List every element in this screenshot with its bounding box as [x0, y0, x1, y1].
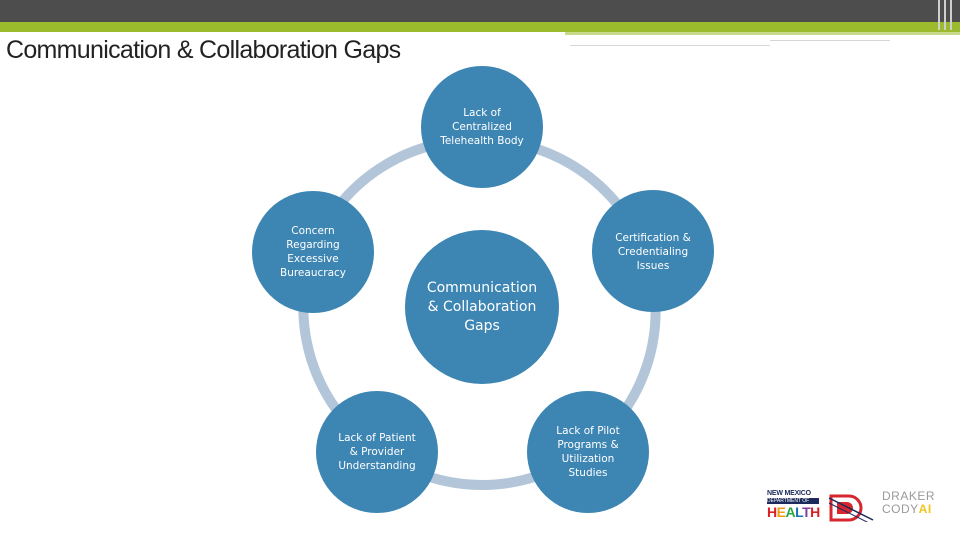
accent-bar-light [565, 32, 960, 35]
divider-line [770, 40, 890, 41]
partner-logos: NEW MEXICO DEPARTMENT OF HEALTH DRAKER C… [767, 490, 937, 524]
node-label-certification: Certification & Credentialing Issues [615, 232, 691, 272]
nm-health-logo: NEW MEXICO DEPARTMENT OF HEALTH [767, 490, 820, 520]
node-label-pilot-programs: Lack of Pilot Programs & Utilization Stu… [556, 425, 620, 479]
cycle-node [316, 391, 438, 513]
cycle-node [527, 391, 649, 513]
cycle-node [592, 190, 714, 312]
window-edge-decoration [930, 0, 960, 30]
draker-cody-emblem-icon [828, 494, 874, 522]
accent-bar [0, 22, 960, 32]
node-label-bureaucracy: Concern Regarding Excessive Bureaucracy [279, 225, 346, 279]
center-node [405, 230, 559, 384]
node-label-understanding: Lack of Patient & Provider Understanding [338, 432, 416, 472]
node-label-centralized-body: Lack of Centralized Telehealth Body [440, 107, 524, 147]
cycle-node [252, 191, 374, 313]
top-bar [0, 0, 960, 22]
slide-title: Communication & Collaboration Gaps [6, 36, 401, 64]
cycle-node [421, 66, 543, 188]
divider-line [570, 45, 770, 46]
draker-cody-wordmark: DRAKER CODYAI [882, 489, 936, 516]
center-node-label: Communication & Collaboration Gaps [426, 279, 538, 334]
